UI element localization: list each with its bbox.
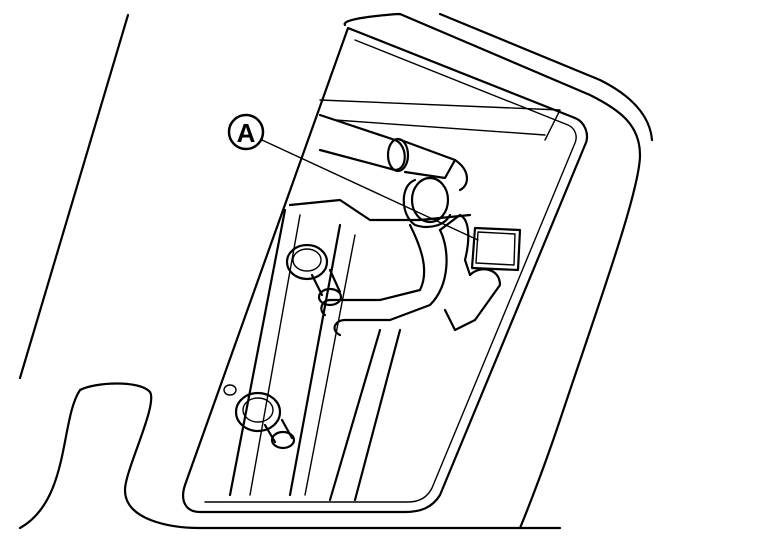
upper-pipe xyxy=(318,113,468,192)
upper-bolt xyxy=(285,243,343,307)
callout-circle xyxy=(227,113,265,151)
harness xyxy=(320,176,502,337)
callout-label-a: A xyxy=(237,118,256,148)
housing-bracket xyxy=(228,198,472,502)
recess-frame xyxy=(182,26,589,514)
connector xyxy=(470,226,522,272)
callout-badge-a: A xyxy=(227,113,265,151)
lower-bolt xyxy=(223,384,296,450)
callout-leader-line xyxy=(261,139,479,241)
outer-body-panel xyxy=(18,12,654,530)
